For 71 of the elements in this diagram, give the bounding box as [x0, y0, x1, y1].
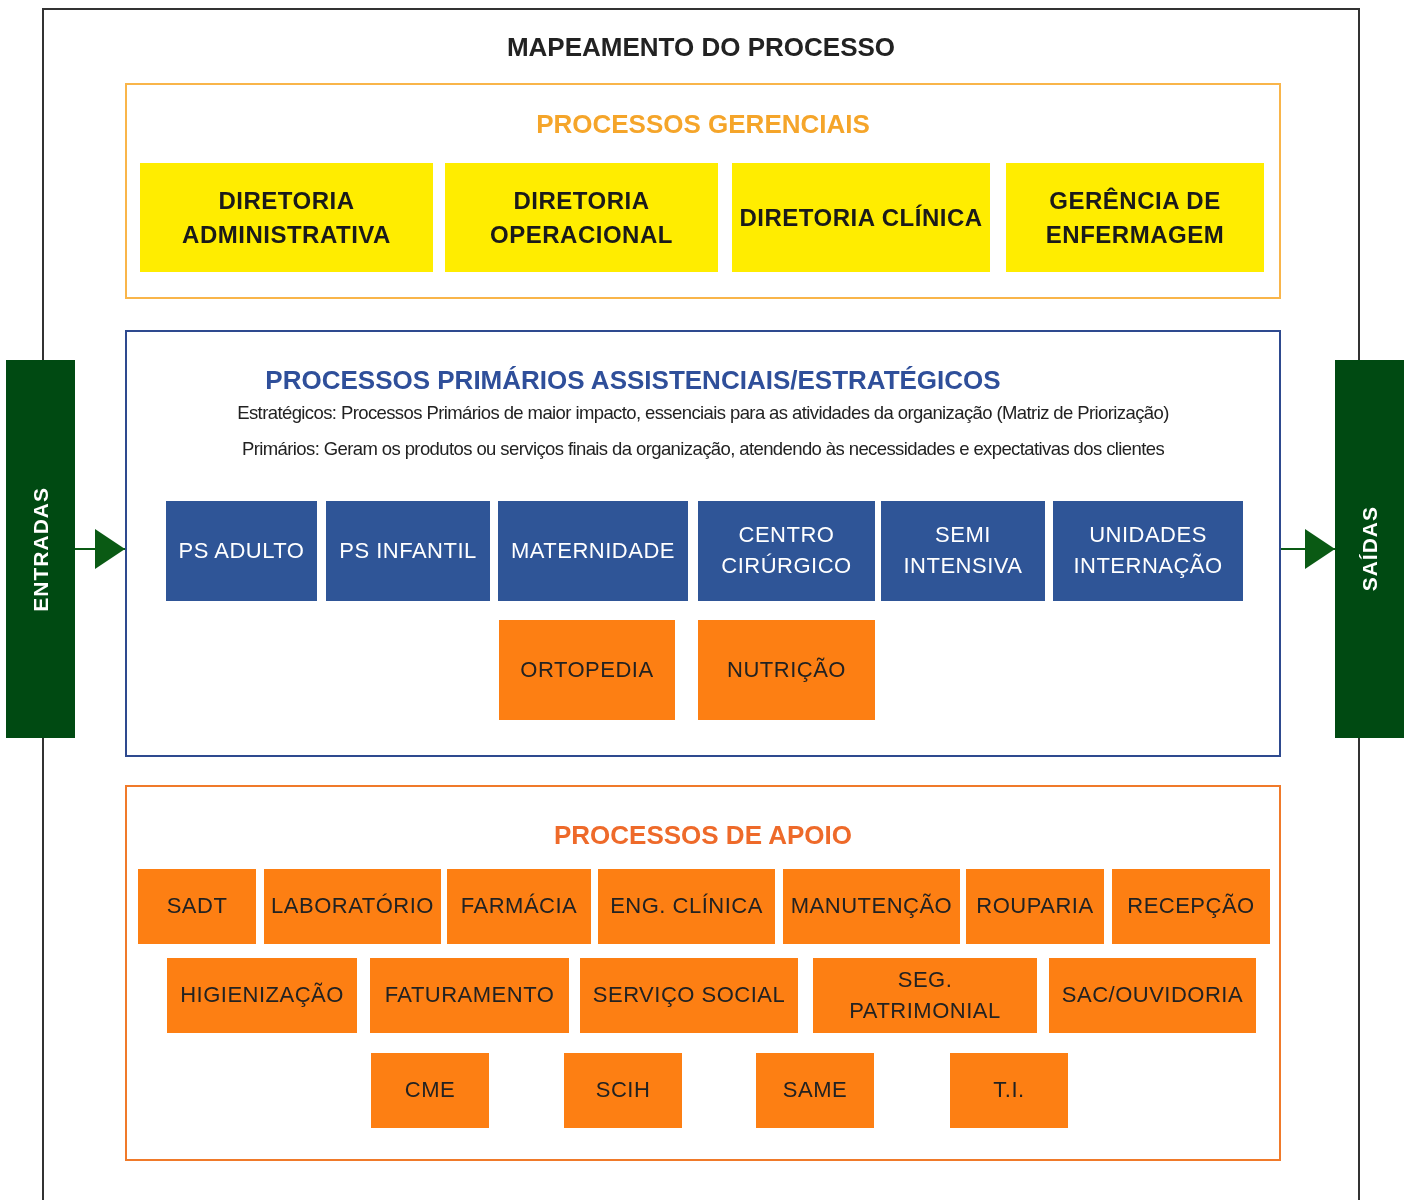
process-label: SAME [781, 1076, 849, 1105]
process-label: MANUTENÇÃO [789, 892, 954, 921]
process-label: SEMI INTENSIVA [902, 521, 1024, 580]
arrow [1280, 529, 1336, 569]
process-box [756, 1053, 874, 1128]
process-box [138, 869, 256, 944]
process-label: PS ADULTO [177, 536, 306, 565]
group-heading: PROCESSOS DE APOIO [552, 820, 854, 851]
process-label: FARMÁCIA [459, 892, 579, 921]
process-label: DIRETORIA CLÍNICA [738, 202, 984, 233]
arrow [74, 529, 126, 569]
process-label: PS INFANTIL [338, 536, 478, 565]
group-heading: PROCESSOS PRIMÁRIOS ASSISTENCIAIS/ESTRATÉGICOS [264, 365, 1002, 396]
process-label: FATURAMENTO [383, 981, 556, 1010]
process-box [140, 163, 433, 272]
process-box [1053, 501, 1243, 601]
process-box [498, 501, 688, 601]
description-text: Estratégicos: Processos Primários de maior impacto, essenciais para as atividades da organização (Matriz de Priorização) [236, 402, 1170, 424]
side-bar [1335, 360, 1404, 738]
process-box [950, 1053, 1068, 1128]
process-group-panel [125, 785, 1281, 1161]
process-group-panel [125, 330, 1281, 757]
process-box [580, 958, 798, 1033]
process-label: MATERNIDADE [510, 536, 676, 565]
process-label: SADT [165, 892, 229, 921]
process-label: NUTRIÇÃO [726, 655, 847, 684]
process-box [813, 958, 1037, 1033]
process-box [371, 1053, 489, 1128]
process-box [732, 163, 990, 272]
process-box [783, 869, 960, 944]
process-label: CENTRO CIRÚRGICO [720, 521, 853, 580]
process-label: ORTOPEDIA [519, 655, 655, 684]
process-box [370, 958, 569, 1033]
process-label: ENG. CLÍNICA [609, 892, 764, 921]
process-label: DIRETORIA ADMINISTRATIVA [181, 185, 392, 250]
process-box [1112, 869, 1270, 944]
description-text: Primários: Geram os produtos ou serviços finais da organização, atendendo às necessidades e expectativas dos clientes [240, 438, 1166, 460]
process-box [966, 869, 1104, 944]
process-box [698, 501, 875, 601]
process-box [445, 163, 718, 272]
process-label: RECEPÇÃO [1126, 892, 1256, 921]
process-box [447, 869, 591, 944]
process-label: SAC/OUVIDORIA [1060, 981, 1245, 1010]
process-label: DIRETORIA OPERACIONAL [489, 185, 674, 250]
process-label: ROUPARIA [975, 892, 1095, 921]
process-box [166, 501, 317, 601]
process-label: CME [403, 1076, 457, 1105]
group-heading: MAPEAMENTO DO PROCESSO [505, 32, 897, 63]
process-label: T.I. [992, 1076, 1026, 1105]
process-box [598, 869, 775, 944]
process-box [167, 958, 357, 1033]
process-label: SERVIÇO SOCIAL [591, 981, 787, 1010]
process-label: HIGIENIZAÇÃO [179, 981, 345, 1010]
side-bar [6, 360, 75, 738]
process-box [881, 501, 1045, 601]
process-box [264, 869, 441, 944]
process-group-panel [125, 83, 1281, 299]
group-heading: PROCESSOS GERENCIAIS [535, 109, 871, 140]
process-label: SAÍDAS [1356, 506, 1382, 592]
process-label: SEG. PATRIMONIAL [848, 965, 1002, 1025]
process-label: LABORATÓRIO [270, 892, 435, 921]
process-label: UNIDADES INTERNAÇÃO [1072, 521, 1224, 580]
process-box [1006, 163, 1264, 272]
process-box [698, 620, 875, 720]
process-box [499, 620, 675, 720]
process-label: SCIH [594, 1076, 652, 1105]
process-label: GERÊNCIA DE ENFERMAGEM [1044, 185, 1226, 250]
process-box [1049, 958, 1256, 1033]
process-box [564, 1053, 682, 1128]
process-label: ENTRADAS [27, 486, 53, 612]
process-box [326, 501, 490, 601]
